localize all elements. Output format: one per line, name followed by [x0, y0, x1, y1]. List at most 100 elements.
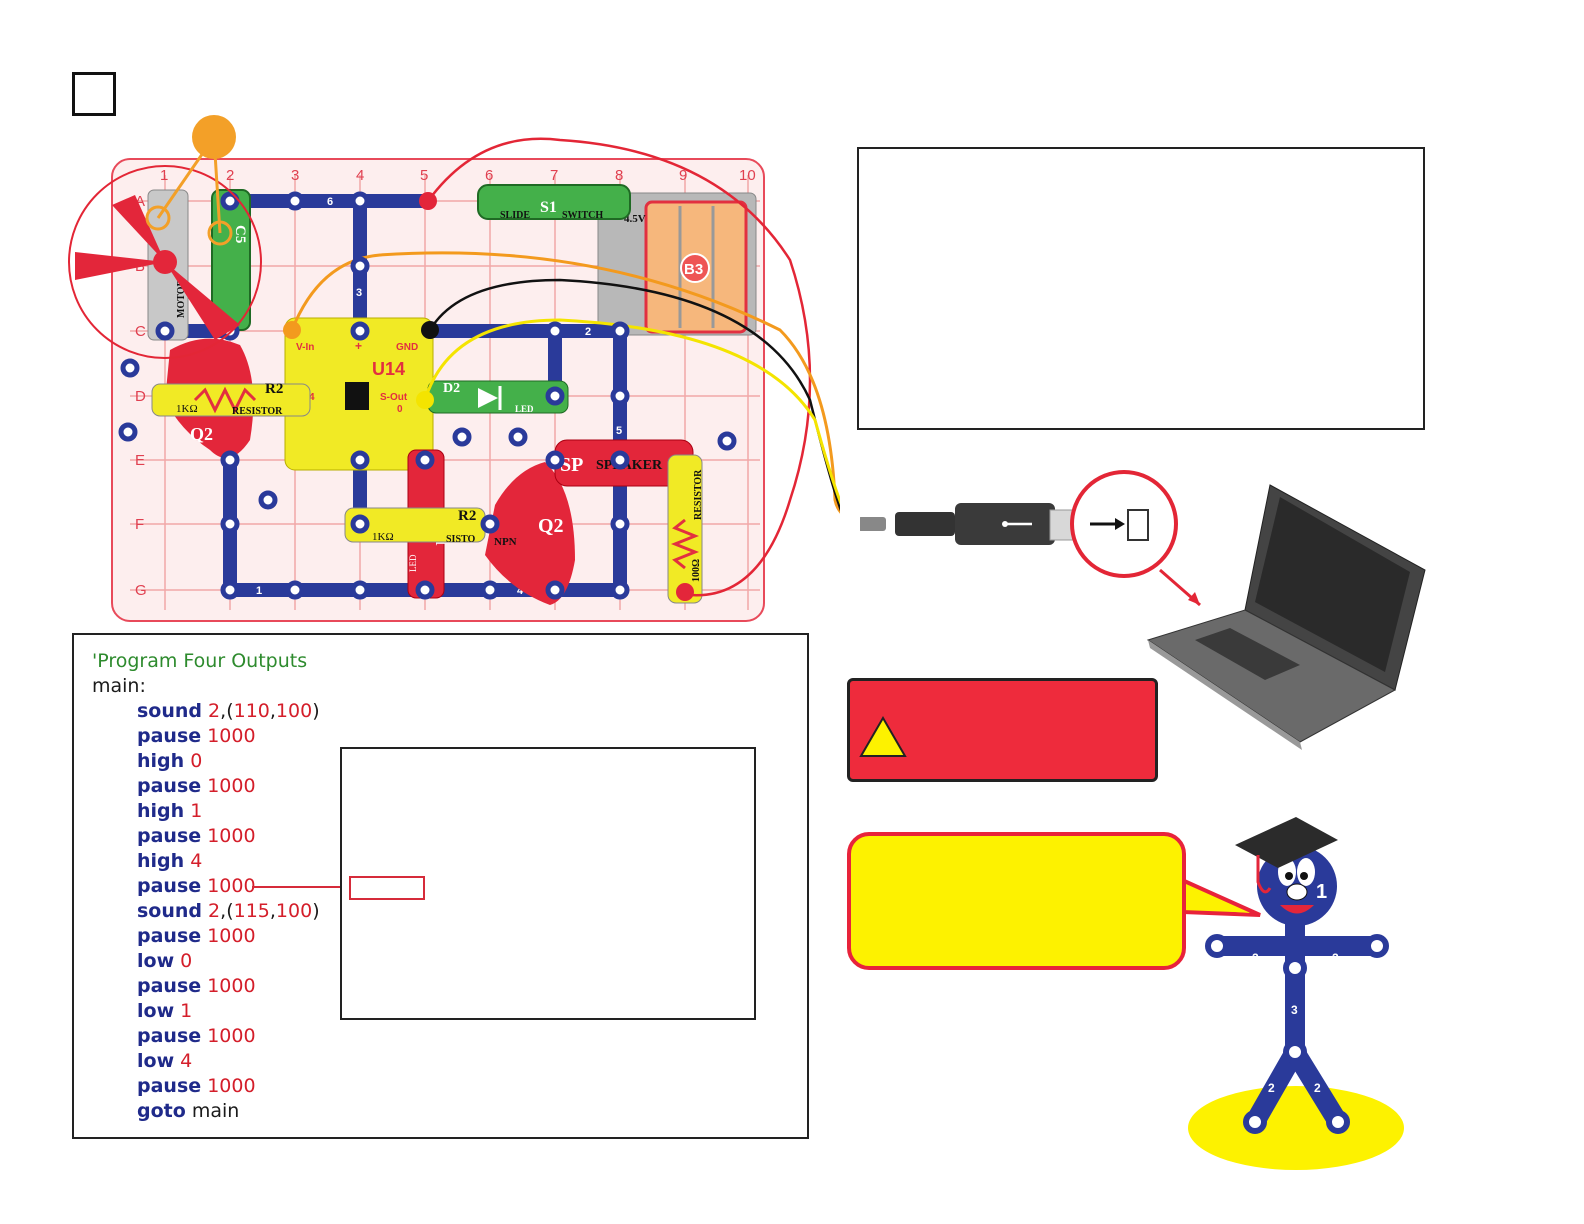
code-number: 4 — [184, 850, 203, 872]
code-keyword: pause — [137, 1025, 202, 1047]
code-keyword: low — [137, 1000, 175, 1022]
code-line: high 0 — [92, 749, 320, 774]
circuit-diagram: 1 2 3 4 5 6 7 8 9 10 A B C D E F G B3 4.… — [68, 115, 840, 622]
info-box — [857, 147, 1425, 430]
code-keyword: low — [137, 950, 175, 972]
propeller — [75, 195, 240, 340]
col-label-8: 8 — [615, 167, 623, 184]
code-number: 1000 — [201, 825, 256, 847]
code-keyword: pause — [137, 925, 202, 947]
code-keyword: pause — [137, 975, 202, 997]
col-label-7: 7 — [550, 167, 558, 184]
code-listing: 'Program Four Outputs main: sound 2,(110… — [92, 649, 320, 1124]
code-keyword: sound — [137, 700, 203, 722]
mascot-arm-left: 2 — [1252, 951, 1259, 965]
code-panel: 'Program Four Outputs main: sound 2,(110… — [72, 633, 809, 1139]
code-line: pause 1000 — [92, 724, 320, 749]
mascot-badge: 1 — [1316, 881, 1327, 903]
code-number: 4 — [174, 1050, 193, 1072]
usb-port — [1127, 509, 1149, 541]
row-label-a: A — [135, 193, 145, 210]
red-jumper-wire — [426, 137, 812, 597]
code-line: pause 1000 — [92, 1074, 320, 1099]
code-text: main — [185, 1100, 240, 1122]
code-line: high 1 — [92, 799, 320, 824]
code-number: 1000 — [201, 725, 256, 747]
transistor-npn: NPN — [494, 536, 517, 548]
warning-icon — [859, 716, 907, 757]
battery-name: B3 — [684, 261, 703, 278]
usb-icon — [1002, 521, 1032, 527]
resistor-right-value: 100Ω — [691, 559, 702, 582]
resistor-r2-top-name: R2 — [265, 381, 283, 397]
col-label-1: 1 — [160, 167, 168, 184]
code-text: , — [269, 700, 276, 722]
code-line: low 4 — [92, 1049, 320, 1074]
jumper-ends — [419, 192, 694, 601]
code-line: pause 1000 — [92, 774, 320, 799]
row-label-c: C — [135, 323, 146, 340]
speaker-name: SP — [560, 454, 583, 476]
wire-number-5: 5 — [616, 425, 622, 437]
usb-laptop-illustration — [860, 470, 1426, 750]
note-leader-line — [252, 886, 349, 888]
controller-chip — [345, 382, 369, 410]
slide-switch — [477, 184, 631, 220]
mascot-body — [1207, 900, 1387, 1132]
code-number: 100 — [275, 700, 313, 722]
code-number: 115 — [233, 900, 270, 922]
code-line: low 1 — [92, 999, 320, 1024]
mascot: 2 2 3 2 2 1 — [1188, 817, 1404, 1170]
usb-cable — [895, 512, 955, 536]
controller-pin-gnd: GND — [396, 342, 418, 353]
code-keyword: high — [137, 800, 185, 822]
code-number: 1000 — [201, 975, 256, 997]
propeller-outline — [68, 165, 262, 359]
transistor-bottom-name: Q2 — [538, 515, 564, 537]
row-label-f: F — [135, 516, 144, 533]
resistor-r2-bottom-value: 1KΩ — [372, 531, 394, 543]
code-label: main: — [92, 675, 146, 697]
col-label-2: 2 — [226, 167, 234, 184]
controller-name: U14 — [372, 359, 405, 379]
controller-pin-vin: V-In — [296, 342, 314, 353]
switch-label-right: SWITCH — [562, 210, 603, 221]
battery-badge — [680, 253, 710, 283]
code-keyword: sound — [137, 900, 203, 922]
controller-zero: 0 — [397, 404, 403, 415]
motor-label: MOTOR — [176, 279, 187, 318]
code-line: sound 2,(110,100) — [92, 699, 320, 724]
code-text: ,( — [220, 900, 234, 922]
switch-name: S1 — [540, 199, 557, 216]
step-checkbox[interactable] — [72, 72, 116, 116]
resistor-label: RESISTOR — [232, 406, 283, 417]
resistor-r2-bottom-name: R2 — [458, 508, 476, 524]
transistor-top-name: Q2 — [190, 424, 213, 444]
code-keyword: pause — [137, 775, 202, 797]
plus-marker-capacitor — [207, 220, 233, 246]
code-keyword: pause — [137, 825, 202, 847]
plus-marker-motor — [145, 205, 171, 231]
code-number: 1000 — [201, 1075, 256, 1097]
capacitor-name: C5 — [232, 225, 248, 243]
code-number: 1 — [174, 1000, 193, 1022]
led-d1-label: LED — [408, 554, 418, 572]
code-text: ) — [312, 700, 320, 722]
code-number: 1 — [184, 800, 203, 822]
col-label-10: 10 — [739, 167, 756, 184]
mascot-leg-right: 2 — [1314, 1081, 1321, 1095]
transistor-q2-bottom — [485, 462, 575, 605]
code-number: 2 — [202, 900, 221, 922]
mascot-body-number: 3 — [1291, 1003, 1298, 1017]
code-number: 110 — [233, 700, 270, 722]
code-number: 1000 — [201, 875, 256, 897]
warning-box — [847, 678, 1158, 782]
speaker-label: SPEAKER — [596, 458, 663, 473]
note-marker — [349, 876, 425, 900]
code-line: sound 2,(115,100) — [92, 899, 320, 924]
row-label-d: D — [135, 388, 146, 405]
resistor-r2-bottom-label: SISTO — [446, 534, 476, 545]
wire-number-4: 4 — [517, 585, 524, 597]
code-text: , — [269, 900, 276, 922]
code-line: pause 1000 — [92, 1024, 320, 1049]
